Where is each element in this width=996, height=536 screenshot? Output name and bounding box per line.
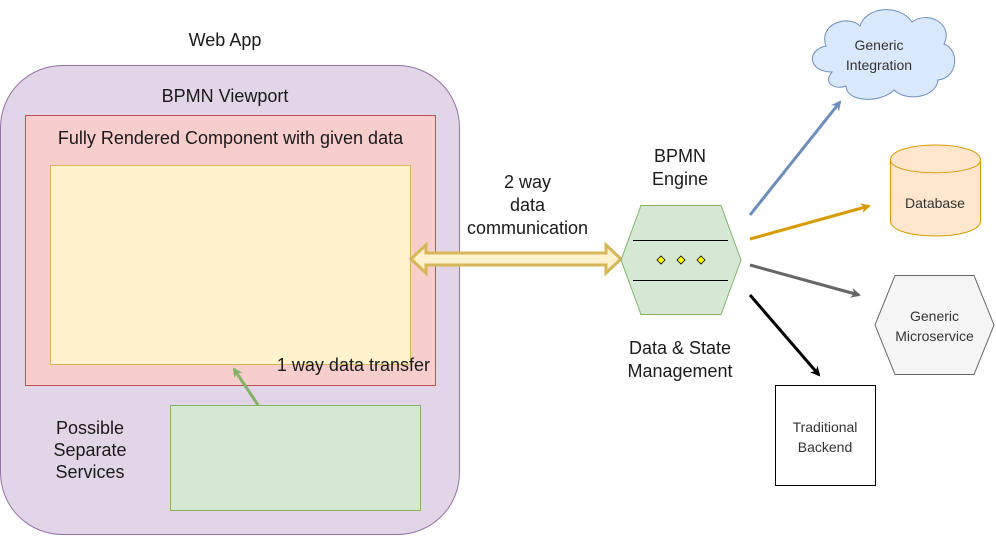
arrow-to-database <box>749 203 871 241</box>
rendered-component-title: Fully Rendered Component with given data <box>57 128 404 148</box>
component-content-area <box>50 165 411 365</box>
two-way-label: 2 way data communication <box>466 172 589 238</box>
one-way-arrow <box>232 367 260 406</box>
arrow-to-microservice <box>749 263 861 298</box>
engine-title: BPMN Engine <box>651 146 709 189</box>
arrow-to-integration <box>748 100 842 216</box>
database-cylinder-shape[interactable] <box>890 144 981 237</box>
web-app-title: Web App <box>188 30 262 50</box>
engine-diamond-icon <box>696 255 706 265</box>
arrow-to-backend <box>748 294 821 377</box>
integration-cloud-shape[interactable] <box>811 9 956 100</box>
bpmn-viewport-title: BPMN Viewport <box>161 86 289 106</box>
separate-services-label: Possible Separate Services <box>53 418 127 482</box>
backend-label: Traditional Backend <box>792 419 858 455</box>
separate-services-box <box>170 405 421 511</box>
engine-diamond-icon <box>656 255 666 265</box>
database-label: Database <box>905 195 965 211</box>
integration-label: Generic Integration <box>845 37 913 73</box>
database-cylinder-rim <box>890 159 981 174</box>
backend-box-shape[interactable] <box>775 385 876 486</box>
one-way-label: 1 way data transfer <box>276 355 430 375</box>
engine-diamond-icon <box>676 255 686 265</box>
microservice-hexagon-shape[interactable] <box>874 275 995 375</box>
engine-subtitle: Data & State Management <box>627 338 733 381</box>
microservice-label: Generic Microservice <box>895 308 974 344</box>
